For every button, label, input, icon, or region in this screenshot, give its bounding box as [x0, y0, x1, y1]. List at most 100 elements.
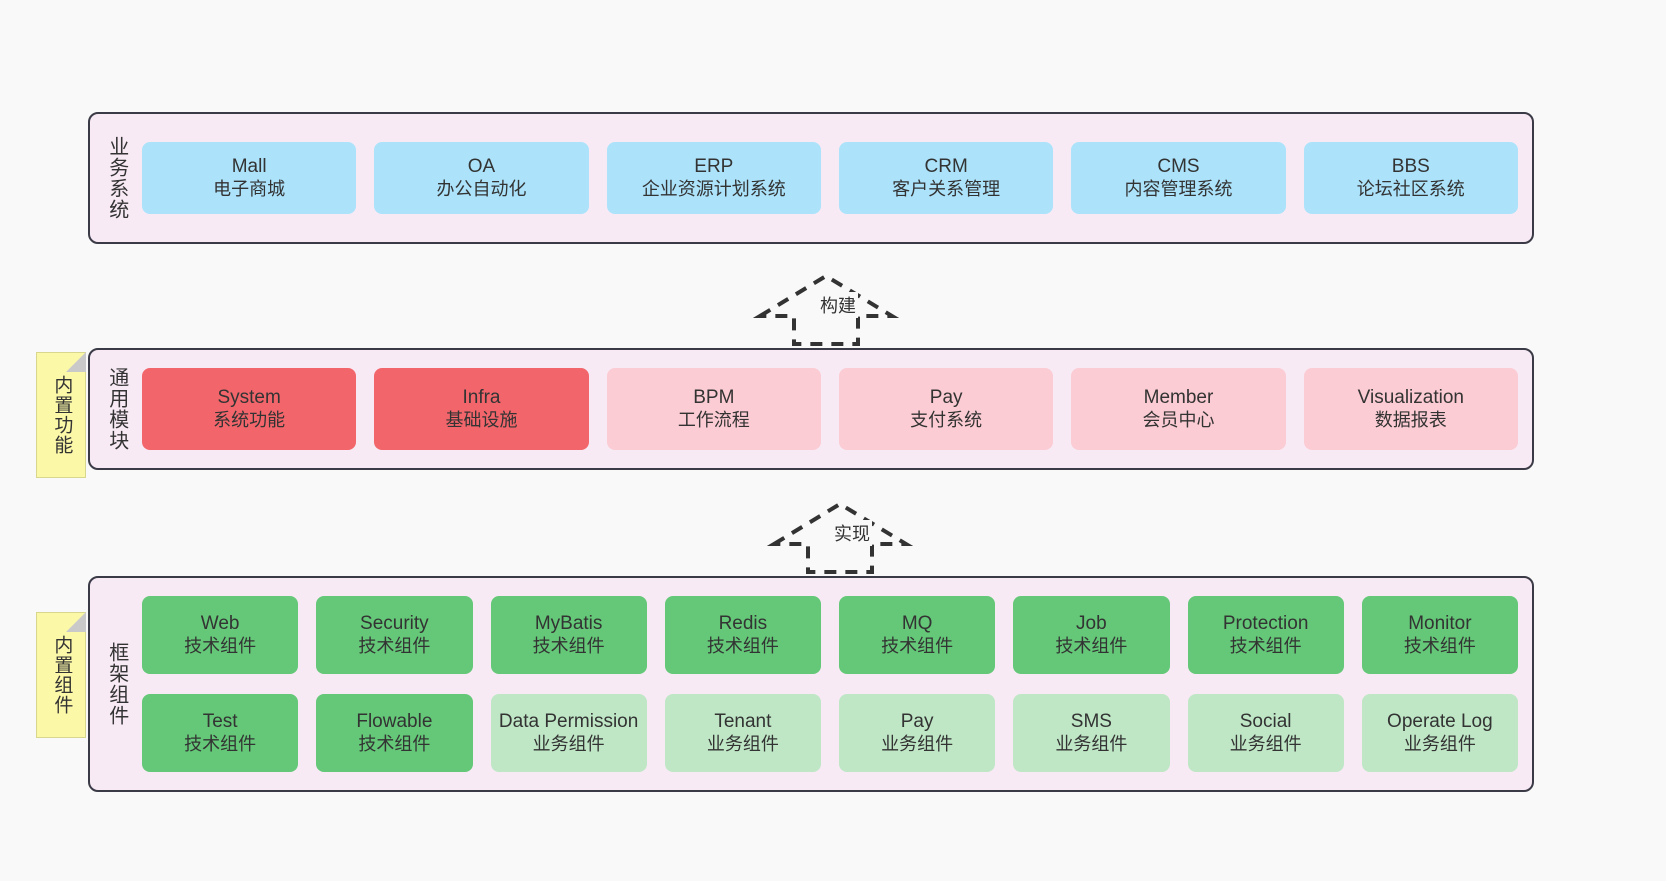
tile-title: Member	[1143, 387, 1214, 409]
dashed-arrow-up-icon	[766, 501, 914, 574]
tile-subtitle: 技术组件	[358, 733, 431, 754]
layer-common-modules: 通用模块 System 系统功能 Infra 基础设施 BPM 工作流程 Pay…	[88, 348, 1534, 470]
tile-mq[interactable]: MQ 技术组件	[839, 596, 996, 674]
tile-row: System 系统功能 Infra 基础设施 BPM 工作流程 Pay 支付系统…	[142, 368, 1518, 450]
tile-subtitle: 技术组件	[1055, 635, 1128, 656]
tile-subtitle: 基础设施	[445, 409, 518, 430]
tile-title: Protection	[1222, 613, 1309, 635]
tile-subtitle: 客户关系管理	[892, 178, 1001, 199]
tile-infra[interactable]: Infra 基础设施	[374, 368, 589, 450]
tile-subtitle: 办公自动化	[436, 178, 527, 199]
tile-system[interactable]: System 系统功能	[142, 368, 357, 450]
tile-security[interactable]: Security 技术组件	[316, 596, 473, 674]
note-label: 内置组件	[51, 635, 73, 715]
tile-subtitle: 技术组件	[1403, 635, 1476, 656]
tile-subtitle: 技术组件	[532, 635, 605, 656]
tile-row: Web 技术组件 Security 技术组件 MyBatis 技术组件 Redi…	[142, 596, 1518, 674]
tile-title: BBS	[1391, 156, 1430, 178]
layer-framework-components: 框架组件 Web 技术组件 Security 技术组件 MyBatis 技术组件…	[88, 576, 1534, 792]
tile-title: Flowable	[356, 711, 433, 733]
tile-sms[interactable]: SMS 业务组件	[1013, 694, 1170, 772]
tile-title: Pay	[929, 387, 963, 409]
tile-subtitle: 业务组件	[1229, 733, 1302, 754]
connector-label: 实现	[832, 520, 872, 546]
tile-title: SMS	[1070, 711, 1112, 733]
tile-subtitle: 电子商城	[213, 178, 286, 199]
layer-body-business-system: Mall 电子商城 OA 办公自动化 ERP 企业资源计划系统 CRM 客户关系…	[142, 114, 1532, 242]
tile-subtitle: 业务组件	[532, 733, 605, 754]
layer-business-system: 业务系统 Mall 电子商城 OA 办公自动化 ERP 企业资源计划系统 CRM…	[88, 112, 1534, 244]
tile-crm[interactable]: CRM 客户关系管理	[838, 142, 1054, 214]
tile-subtitle: 业务组件	[706, 733, 779, 754]
tile-subtitle: 业务组件	[1055, 733, 1128, 754]
tile-subtitle: 支付系统	[910, 409, 983, 430]
tile-row: Test 技术组件 Flowable 技术组件 Data Permission …	[142, 694, 1518, 772]
tile-title: Social	[1239, 711, 1292, 733]
tile-subtitle: 技术组件	[184, 733, 257, 754]
layer-body-common-modules: System 系统功能 Infra 基础设施 BPM 工作流程 Pay 支付系统…	[142, 350, 1532, 468]
tile-title: OA	[467, 156, 496, 178]
tile-title: Mall	[231, 156, 267, 178]
tile-bpm[interactable]: BPM 工作流程	[606, 368, 821, 450]
tile-mybatis[interactable]: MyBatis 技术组件	[490, 596, 647, 674]
tile-data-permission[interactable]: Data Permission 业务组件	[490, 694, 647, 772]
tile-job[interactable]: Job 技术组件	[1013, 596, 1170, 674]
tile-subtitle: 技术组件	[184, 635, 257, 656]
tile-protection[interactable]: Protection 技术组件	[1187, 596, 1344, 674]
tile-subtitle: 技术组件	[706, 635, 779, 656]
tile-title: Infra	[462, 387, 501, 409]
tile-title: System	[217, 387, 281, 409]
tile-title: MQ	[901, 613, 933, 635]
tile-title: Redis	[718, 613, 768, 635]
tile-title: Monitor	[1408, 613, 1472, 635]
tile-tenant[interactable]: Tenant 业务组件	[664, 694, 821, 772]
tile-test[interactable]: Test 技术组件	[142, 694, 299, 772]
tile-title: Pay	[900, 711, 934, 733]
tile-title: Test	[202, 711, 238, 733]
tile-title: Operate Log	[1387, 711, 1493, 733]
note-builtin-components: 内置组件	[36, 612, 86, 738]
tile-row: Mall 电子商城 OA 办公自动化 ERP 企业资源计划系统 CRM 客户关系…	[142, 142, 1518, 214]
tile-title: ERP	[694, 156, 734, 178]
tile-bbs[interactable]: BBS 论坛社区系统	[1303, 142, 1518, 214]
tile-cms[interactable]: CMS 内容管理系统	[1071, 142, 1286, 214]
connector-realize: 实现	[766, 490, 926, 576]
tile-title: Tenant	[714, 711, 772, 733]
tile-monitor[interactable]: Monitor 技术组件	[1361, 596, 1518, 674]
tile-pay-module[interactable]: Pay 支付系统	[838, 368, 1054, 450]
layer-title-business-system: 业务系统	[105, 136, 128, 220]
layer-title-framework-components: 框架组件	[105, 642, 128, 726]
tile-title: MyBatis	[534, 613, 603, 635]
tile-subtitle: 内容管理系统	[1124, 178, 1233, 199]
tile-title: Visualization	[1357, 387, 1464, 409]
tile-subtitle: 会员中心	[1142, 409, 1215, 430]
tile-operate-log[interactable]: Operate Log 业务组件	[1361, 694, 1518, 772]
tile-social[interactable]: Social 业务组件	[1187, 694, 1344, 772]
tile-subtitle: 数据报表	[1374, 409, 1447, 430]
tile-subtitle: 论坛社区系统	[1356, 178, 1465, 199]
connector-label: 构建	[818, 292, 858, 318]
tile-subtitle: 工作流程	[677, 409, 750, 430]
tile-title: Security	[360, 613, 429, 635]
note-builtin-features: 内置功能	[36, 352, 86, 478]
tile-mall[interactable]: Mall 电子商城	[142, 142, 357, 214]
tile-subtitle: 技术组件	[1229, 635, 1302, 656]
tile-subtitle: 技术组件	[358, 635, 431, 656]
tile-web[interactable]: Web 技术组件	[142, 596, 299, 674]
tile-pay-component[interactable]: Pay 业务组件	[839, 694, 996, 772]
tile-subtitle: 企业资源计划系统	[641, 178, 786, 199]
tile-subtitle: 业务组件	[881, 733, 954, 754]
tile-title: CMS	[1157, 156, 1200, 178]
tile-redis[interactable]: Redis 技术组件	[664, 596, 821, 674]
tile-flowable[interactable]: Flowable 技术组件	[316, 694, 473, 772]
tile-member[interactable]: Member 会员中心	[1071, 368, 1286, 450]
tile-erp[interactable]: ERP 企业资源计划系统	[606, 142, 821, 214]
layer-body-framework-components: Web 技术组件 Security 技术组件 MyBatis 技术组件 Redi…	[142, 578, 1532, 790]
tile-visualization[interactable]: Visualization 数据报表	[1303, 368, 1518, 450]
dashed-arrow-up-icon	[752, 273, 900, 346]
tile-subtitle: 业务组件	[1403, 733, 1476, 754]
tile-subtitle: 系统功能	[213, 409, 286, 430]
tile-oa[interactable]: OA 办公自动化	[374, 142, 589, 214]
tile-subtitle: 技术组件	[881, 635, 954, 656]
